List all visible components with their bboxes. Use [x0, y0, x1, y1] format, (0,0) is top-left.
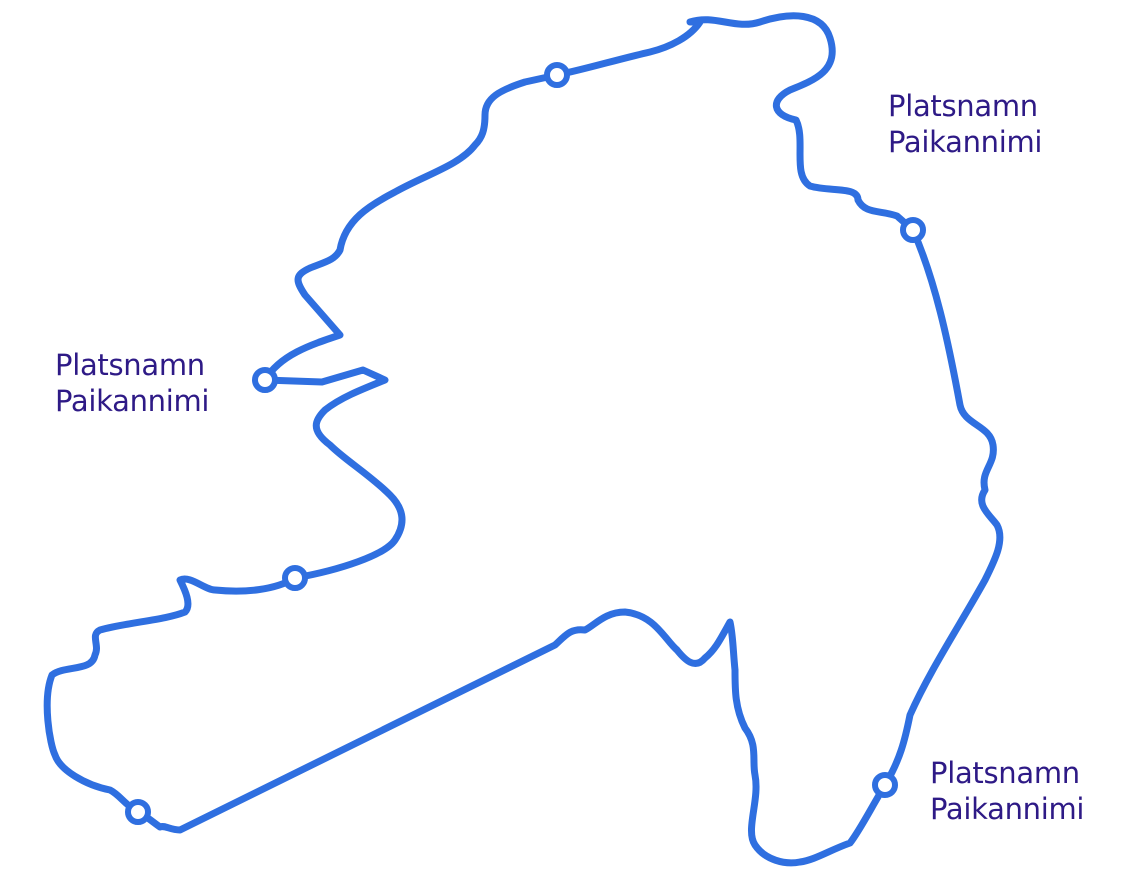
place-name-swedish: Platsnamn	[55, 348, 205, 382]
place-name-finnish: Paikannimi	[888, 125, 1043, 159]
place-name-swedish: Platsnamn	[930, 756, 1080, 790]
place-label-left: Platsnamn Paikannimi	[55, 347, 210, 419]
route-outline	[43, 12, 1004, 867]
route-waypoint[interactable]	[282, 565, 308, 591]
route-waypoint[interactable]	[252, 367, 278, 393]
route-waypoint[interactable]	[900, 217, 926, 243]
route-waypoint[interactable]	[544, 62, 570, 88]
route-waypoint[interactable]	[125, 799, 151, 825]
place-name-swedish: Platsnamn	[888, 89, 1038, 123]
place-name-finnish: Paikannimi	[930, 792, 1085, 826]
place-label-top-right: Platsnamn Paikannimi	[888, 88, 1043, 160]
place-label-bottom-right: Platsnamn Paikannimi	[930, 755, 1085, 827]
route-waypoint[interactable]	[872, 772, 898, 798]
place-name-finnish: Paikannimi	[55, 384, 210, 418]
